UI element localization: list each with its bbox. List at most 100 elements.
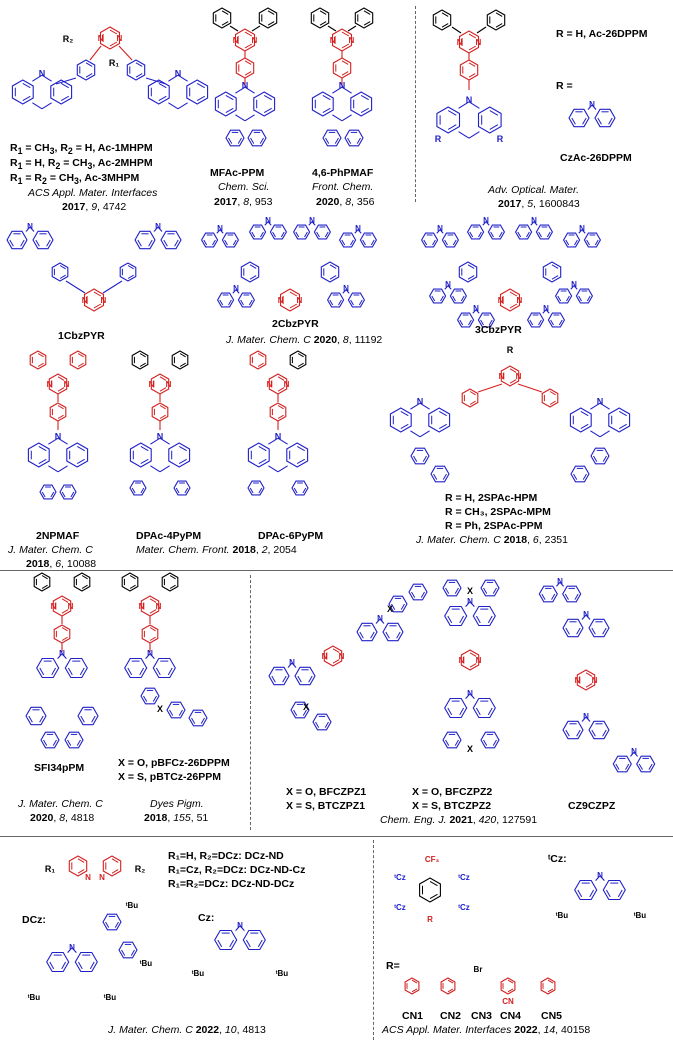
double-bond [574, 593, 579, 600]
double-bond [232, 239, 237, 246]
double-bond [271, 675, 276, 683]
double-bond [475, 707, 481, 716]
hex-ring [419, 877, 441, 903]
double-bond [319, 10, 327, 15]
hex-ring [171, 350, 189, 370]
double-bond [648, 763, 653, 770]
nitrogen-atom: N [147, 649, 153, 658]
double-bond [38, 458, 47, 465]
carbazole-ring-left [200, 232, 219, 248]
double-bond [61, 961, 67, 970]
carbazole-ring-right [449, 288, 468, 304]
bond [235, 86, 246, 94]
carbazole-ring-left [562, 720, 584, 740]
nitrogen-atom: N [437, 224, 443, 233]
acridine-ring-left [214, 91, 237, 117]
hex-ring [118, 941, 138, 959]
p1-line-3: R1 = R2 = CH3, Ac-3MHPM [10, 172, 140, 187]
nitrogen-atom: N [597, 871, 603, 880]
carbazole-ring-right [74, 951, 98, 973]
hex-ring [570, 465, 590, 483]
double-bond [459, 319, 464, 326]
double-bond [212, 239, 216, 246]
p8-line-3: R = Ph, 2SPAc-PPM [445, 520, 543, 532]
bond [451, 26, 462, 34]
double-bond [76, 458, 85, 465]
hex-ring [166, 701, 186, 719]
double-bond [509, 291, 518, 297]
double-bond [341, 43, 350, 49]
hex-ring [77, 706, 99, 726]
double-bond [76, 445, 85, 452]
double-bond [149, 636, 156, 641]
bond [89, 45, 102, 61]
double-bond [277, 376, 285, 381]
hex-ring [322, 129, 342, 147]
hex-ring [173, 480, 191, 496]
double-bond [438, 410, 447, 417]
carbazole-ring-left [514, 224, 533, 240]
acridine-ring-left [129, 442, 152, 468]
p10-line-1: X = O, pBFCz-26DPPM [118, 757, 230, 769]
carbazole-ring-right [269, 224, 288, 240]
hex-ring [354, 7, 374, 29]
double-bond [447, 988, 454, 993]
tcz-label: ᵗCz [458, 903, 470, 912]
bond [308, 221, 313, 226]
nitrogen-atom: N [330, 36, 336, 45]
double-bond [319, 21, 327, 26]
double-bond [148, 239, 153, 247]
double-bond [322, 94, 331, 101]
double-bond [111, 869, 119, 874]
nitrogen-atom: N [516, 372, 522, 381]
bond [419, 402, 430, 410]
double-bond [129, 584, 136, 589]
double-bond [478, 231, 482, 238]
double-bond [574, 239, 578, 246]
r-top-label: R [507, 345, 514, 355]
nitrogen-atom: N [85, 873, 91, 882]
hex-ring [102, 855, 122, 877]
nitrogen-atom: N [531, 216, 537, 225]
double-bond [139, 362, 146, 367]
hex-ring [480, 579, 500, 597]
hex-ring [225, 129, 245, 147]
double-bond [444, 239, 448, 246]
bond [177, 102, 188, 110]
double-bond [89, 961, 95, 970]
carbazole-ring-right [575, 288, 594, 304]
bond [354, 229, 359, 234]
double-bond [158, 95, 167, 102]
acridine-ring-right [50, 79, 73, 105]
carbazole-ring-left [456, 312, 475, 328]
double-bond [229, 939, 235, 948]
bond [341, 114, 352, 122]
nitrogen-atom: N [499, 372, 505, 381]
nitrogen-atom: N [417, 396, 424, 406]
nitrogen-atom: N [69, 943, 75, 952]
double-bond [460, 295, 465, 302]
hex-ring [140, 687, 160, 705]
double-bond [566, 295, 570, 302]
double-bond [411, 979, 418, 984]
double-bond [184, 487, 189, 494]
carbazole-ring-right [382, 622, 404, 642]
double-bond [297, 353, 304, 358]
nitrogen-atom: N [571, 280, 577, 289]
carbazole-ring-left [268, 666, 290, 686]
double-bond [547, 988, 554, 993]
acridine-ring-right [428, 407, 451, 433]
double-bond [20, 239, 25, 247]
bond [573, 285, 578, 290]
bond [57, 437, 68, 445]
bond [379, 618, 385, 624]
nitrogen-atom: N [583, 712, 589, 721]
nitrogen-atom: N [475, 38, 481, 47]
bond [149, 653, 155, 660]
double-bond [225, 94, 234, 101]
hex-ring [404, 977, 420, 995]
bond [48, 437, 59, 445]
double-bond [459, 707, 465, 716]
carbazole-ring-right [32, 230, 54, 250]
hex-ring [440, 977, 456, 995]
